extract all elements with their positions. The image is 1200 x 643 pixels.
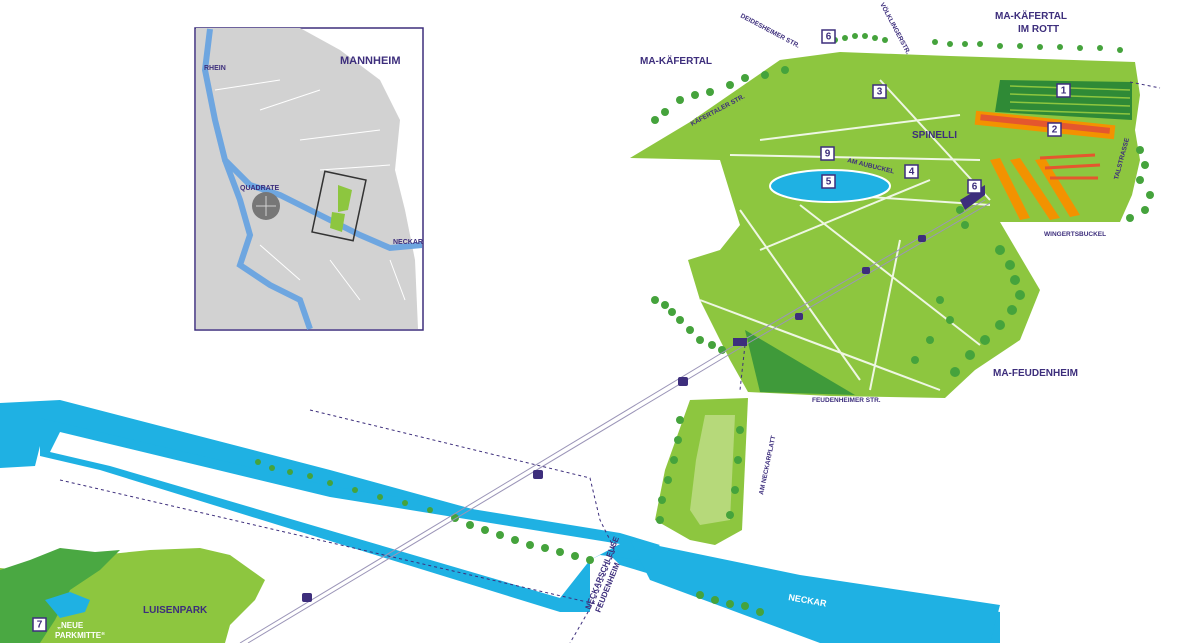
gondolas [302,235,926,602]
street-deidesheimer: DEIDESHEIMER STR. [739,13,801,50]
inset-label-rhein: RHEIN [204,65,226,72]
svg-text:5: 5 [826,177,832,188]
district-luisenpark: LUISENPARK [143,605,208,616]
neue-parkmitte-1: „NEUE [57,621,84,630]
svg-text:7: 7 [37,620,43,631]
marker-6[interactable]: 6 [821,29,836,44]
luisenpark-lake [45,592,90,618]
dashed-routes [59,81,1161,643]
neckar-island [50,432,620,598]
district-kaefertal: MA-KÄFERTAL [640,54,712,67]
marker-3[interactable]: 3 [872,84,887,99]
inset-focus-box [311,170,367,242]
marker-7[interactable]: 7 [32,617,47,632]
marker-9[interactable]: 9 [820,146,835,161]
svg-text:4: 4 [909,167,915,178]
inset-label-quadrate: QUADRATE [240,185,279,192]
district-spinelli: SPINELLI [912,130,957,141]
svg-text:2: 2 [1052,125,1058,136]
gondola-icon [533,470,543,479]
neckar-east-channel [630,540,1000,643]
marker-5[interactable]: 5 [821,174,836,189]
trees [255,33,1154,616]
street-wingertsbuckel: WINGERTSBUCKEL [1044,231,1106,238]
district-feudenheim: MA-FEUDENHEIM [993,368,1078,379]
svg-text:9: 9 [825,149,831,160]
inset-title: MANNHEIM [340,55,401,67]
gondola-icon [795,313,803,320]
svg-text:3: 3 [877,87,883,98]
marker-1[interactable]: 1 [1056,83,1071,98]
neckarplatt-strip [655,398,748,545]
svg-text:6: 6 [972,182,978,193]
inset-map [194,27,424,331]
station-icon [733,338,747,346]
svg-text:6: 6 [826,32,832,43]
luisenpark [0,548,265,643]
gondola-icon [862,267,870,274]
gondola-icon [918,235,926,242]
park-dark-south [745,330,855,395]
street-feudenheimer: FEUDENHEIMER STR. [812,397,881,404]
marker-4[interactable]: 4 [904,164,919,179]
marker-6[interactable]: 6 [967,179,982,194]
street-am-neckarplatt: AM NECKARPLATT [758,435,777,495]
neue-parkmitte-2: PARKMITTE“ [55,631,105,640]
street-voelklinger: VÖLKLINGERSTR. [878,1,913,56]
inset-label-neckar: NECKAR [393,239,423,246]
gondola-icon [678,377,688,386]
marker-2[interactable]: 2 [1047,122,1062,137]
main-park [630,52,1140,398]
district-kaefertal-rott-1: MA-KÄFERTAL [995,9,1067,22]
svg-text:1: 1 [1061,86,1067,97]
district-kaefertal-rott-2: IM ROTT [1018,24,1059,35]
buildings-east [990,158,1080,220]
gondola-icon [302,593,312,602]
neckar-river [0,400,1000,643]
